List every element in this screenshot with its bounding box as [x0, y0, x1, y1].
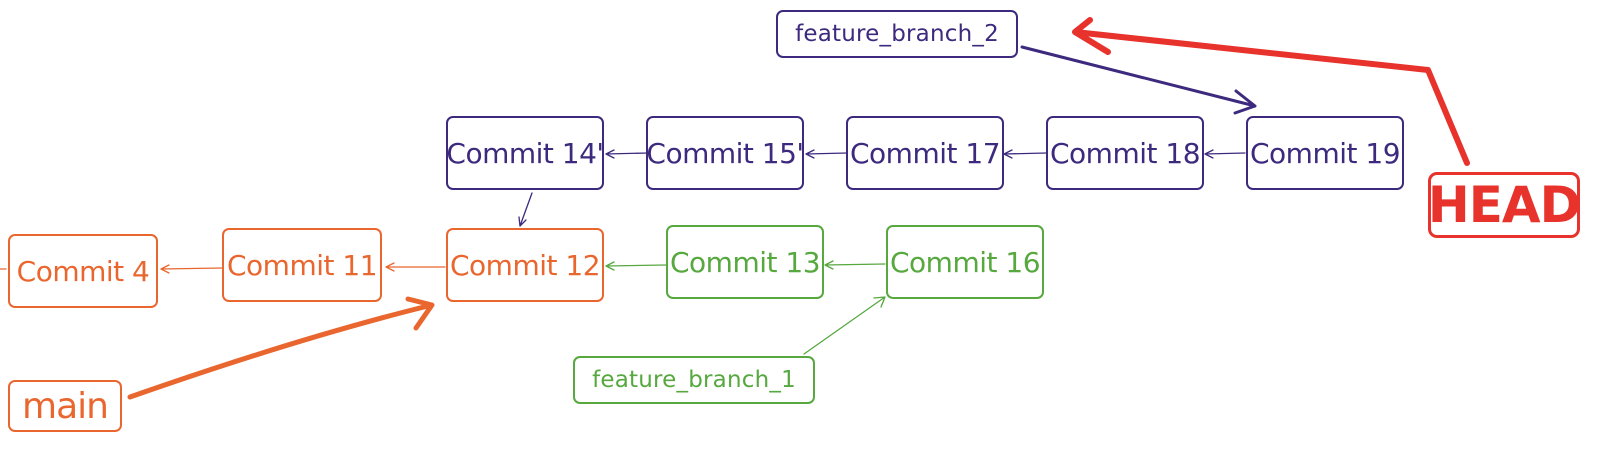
- main-links: [0, 262, 446, 274]
- ref-feature-branch-2[interactable]: feature_branch_2: [776, 10, 1018, 58]
- link-c19-c18: [1204, 149, 1246, 159]
- link-c13-c12: [605, 261, 667, 271]
- commit-19[interactable]: Commit 19: [1246, 116, 1404, 190]
- link-c14p-c12: [518, 192, 533, 227]
- link-c17-c15p: [805, 149, 848, 159]
- commit-13[interactable]: Commit 13: [666, 225, 824, 299]
- commit-14-prime[interactable]: Commit 14': [446, 116, 604, 190]
- ref-feature-branch-1[interactable]: feature_branch_1: [573, 356, 815, 404]
- link-c11-c4: [160, 264, 223, 274]
- commit-16[interactable]: Commit 16: [886, 225, 1044, 299]
- commit-17[interactable]: Commit 17: [846, 116, 1004, 190]
- link-c15p-c14p: [605, 149, 649, 159]
- feature-branch-1-links: [605, 260, 886, 355]
- link-c18-c17: [1003, 149, 1047, 159]
- commit-11[interactable]: Commit 11: [222, 228, 382, 302]
- link-c12-c11: [385, 262, 446, 272]
- ref-arrow-main: [127, 296, 435, 400]
- commit-12[interactable]: Commit 12: [446, 228, 604, 302]
- ref-arrow-feature-branch-2: [1020, 45, 1257, 115]
- commit-15-prime[interactable]: Commit 15': [646, 116, 804, 190]
- ref-main[interactable]: main: [8, 380, 122, 432]
- commit-18[interactable]: Commit 18: [1046, 116, 1204, 190]
- feature-branch-2-links: [518, 149, 1246, 227]
- ref-arrow-head: [1072, 17, 1470, 166]
- ref-arrow-feature-branch-1: [803, 296, 886, 355]
- link-c16-c13: [824, 260, 886, 270]
- commit-4[interactable]: Commit 4: [8, 234, 158, 308]
- ref-head[interactable]: HEAD: [1428, 172, 1581, 238]
